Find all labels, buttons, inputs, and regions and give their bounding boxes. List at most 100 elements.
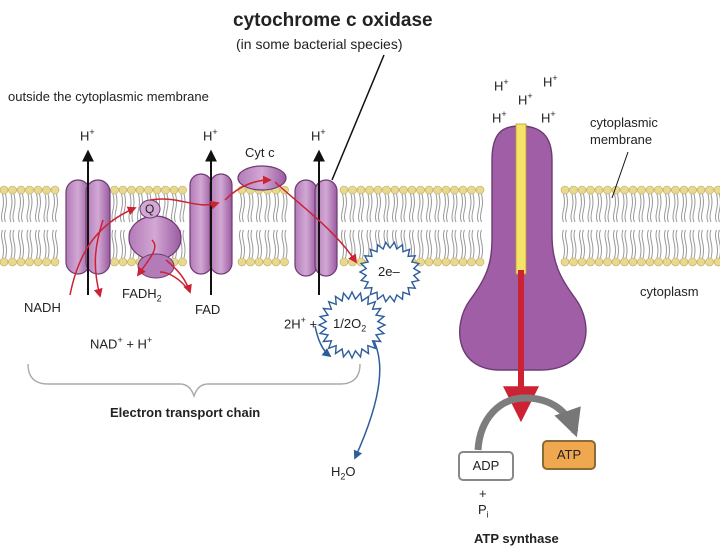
lipid-tail (120, 229, 123, 259)
lipid-head (450, 185, 459, 195)
lipid-tail (35, 193, 38, 223)
lipid-head (679, 185, 689, 195)
lipid-tail (128, 193, 132, 223)
starburst-shape (358, 240, 422, 304)
lipid-tail (579, 229, 582, 259)
lipid-tail (565, 193, 568, 223)
cytoplasm-label: cytoplasm (640, 284, 699, 299)
title-pointer (331, 54, 385, 181)
lipid-head (399, 185, 408, 195)
lipid-tail (259, 193, 262, 223)
lipid-tail (624, 193, 628, 223)
outside-label: outside the cytoplasmic membrane (8, 89, 209, 104)
lipid-head (450, 257, 459, 267)
lipid-tail (451, 229, 455, 259)
lipid-tail (349, 193, 353, 223)
lipid-head (416, 185, 425, 195)
lipid-tail (570, 193, 574, 223)
lipid-tail (9, 229, 13, 259)
lipid-tail (259, 229, 262, 259)
lipid-tail (412, 229, 415, 259)
lipid-tail (446, 229, 449, 259)
lipid-tail (468, 229, 472, 259)
lipid-head (577, 257, 587, 267)
lipid-head (16, 257, 26, 267)
lipid-tail (242, 229, 245, 259)
plus-label: + (479, 486, 487, 501)
lipid-tail (630, 193, 633, 223)
lipid-tail (692, 229, 696, 259)
lipid-tail (468, 193, 472, 223)
lipid-head (254, 257, 264, 267)
lipid-tail (378, 193, 381, 223)
lipid-tail (344, 229, 347, 259)
lipid-tail (46, 229, 50, 259)
lipid-tail (264, 193, 268, 223)
lipid-tail (375, 193, 378, 223)
lipid-tail (706, 229, 710, 259)
lipid-tail (590, 229, 594, 259)
lipid-tail (675, 229, 679, 259)
proton-label: H+ (494, 77, 509, 94)
lipid-head (50, 257, 60, 267)
lipid-head (441, 257, 451, 267)
lipid-tail (29, 229, 33, 259)
lipid-head (127, 257, 136, 267)
lipid-tail (409, 229, 412, 259)
lipid-tail (604, 193, 608, 223)
lipid-head (560, 257, 570, 267)
proton-label: H+ (543, 73, 558, 90)
lipid-tail (182, 229, 186, 259)
lipid-head (16, 185, 26, 195)
lipid-tail (21, 193, 24, 223)
lipid-tail (451, 193, 455, 223)
lipid-head (178, 185, 187, 195)
lipid-head (390, 185, 400, 195)
lipid-tail (281, 229, 285, 259)
lipid-head (688, 185, 697, 195)
membrane-pointer (611, 151, 629, 199)
lipid-tail (675, 193, 679, 223)
lipid-tail (672, 193, 676, 223)
lipid-tail (55, 229, 58, 259)
proton-label: H+ (311, 127, 326, 144)
lipid-tail (658, 229, 662, 259)
lipid-head (679, 257, 689, 267)
fad-label: FAD (195, 302, 221, 317)
adp-box: ADP (458, 451, 514, 481)
lipid-head (25, 185, 34, 195)
lipid-head (263, 257, 272, 267)
electron-paths (69, 175, 357, 298)
lipid-tail (692, 193, 696, 223)
lipid-tail (471, 229, 475, 259)
q-label: Q (145, 202, 155, 216)
lipid-tail (633, 229, 636, 259)
lipid-tail (573, 229, 577, 259)
lipid-head (671, 257, 680, 267)
lipid-head (339, 257, 349, 267)
atp-synthase-label: ATP synthase (474, 531, 559, 546)
lipid-tail (174, 193, 177, 223)
lipid-tail (26, 193, 30, 223)
lipid-tail (616, 229, 619, 259)
lipid-tail (647, 193, 650, 223)
pi-label: Pi (478, 502, 489, 520)
lipid-head (144, 185, 153, 195)
lipid-tail (26, 229, 30, 259)
lipid-tail (111, 193, 115, 223)
lipid-tail (358, 193, 361, 223)
lipid-tail (638, 229, 642, 259)
lipid-tail (582, 229, 585, 259)
lipid-tail (599, 193, 602, 223)
lipid-tail (123, 229, 126, 259)
lipid-tail (120, 193, 123, 223)
lipid-tail (463, 229, 466, 259)
etc-brace (27, 363, 361, 399)
lipid-head (637, 185, 646, 195)
lipid-tail (182, 193, 186, 223)
diagram-subtitle: (in some bacterial species) (236, 36, 403, 52)
lipid-head (696, 185, 706, 195)
half-o2-label: 1/2O2 (333, 316, 367, 334)
